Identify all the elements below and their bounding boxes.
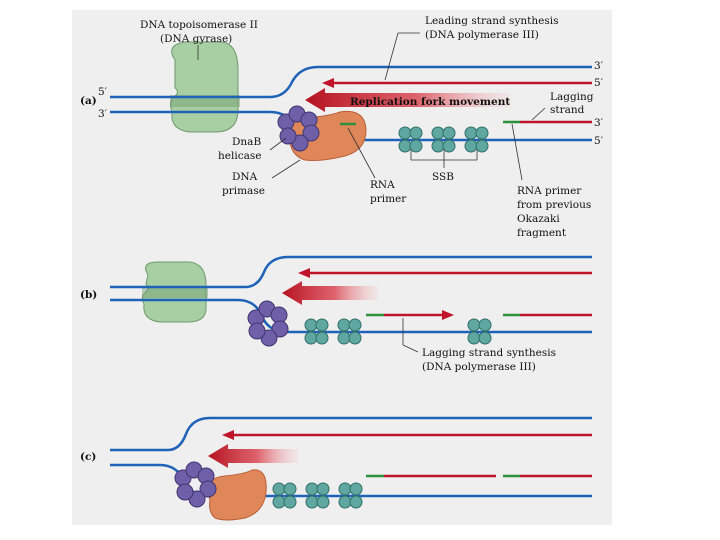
leader-lines-b xyxy=(402,318,419,353)
leading-strand-arrowhead-a xyxy=(322,78,334,88)
ssb-proteins-b xyxy=(304,318,492,345)
lagging-synthesis-arrowhead-b xyxy=(442,310,454,320)
dna-gyrase-shape xyxy=(170,41,239,133)
okazaki-label-3: Okazaki xyxy=(517,213,560,225)
ssb-proteins-a xyxy=(398,126,489,153)
parental-strand-top-a xyxy=(110,65,592,99)
lagging-synthesis-label-2: (DNA polymerase III) xyxy=(422,361,536,373)
primase-label-2: primase xyxy=(222,185,265,197)
panel-c: (c) xyxy=(80,416,592,521)
leading-strand-arrowhead-c xyxy=(222,430,234,440)
panel-b: (b) Lagging strand synthesis (DNA polyme… xyxy=(80,255,592,373)
dnab-helicase-c xyxy=(174,461,217,508)
leading-strand-label-1: Leading strand synthesis xyxy=(425,15,558,27)
fork-movement-arrow-c xyxy=(208,444,298,468)
fork-movement-label: Replication fork movement xyxy=(350,96,510,108)
leader-lines-a xyxy=(197,32,546,181)
dna-primase-shape-c xyxy=(207,469,267,521)
topoisomerase-label-2: (DNA gyrase) xyxy=(160,33,232,45)
strand-end-right-3: 3′ xyxy=(594,117,604,129)
primase-label-1: DNA xyxy=(232,171,258,183)
strand-end-left-top: 5′ xyxy=(98,86,108,98)
strand-end-left-bottom: 3′ xyxy=(98,108,108,120)
parental-strand-top-b xyxy=(110,255,592,289)
leading-strand-label-2: (DNA polymerase III) xyxy=(425,29,539,41)
parental-strand-top-c xyxy=(110,416,592,452)
rna-primer-label-1: RNA xyxy=(370,179,395,191)
fork-movement-arrow-a xyxy=(305,88,510,112)
strand-end-right-2: 5′ xyxy=(594,77,604,89)
okazaki-label-4: fragment xyxy=(517,227,567,239)
gyrase-dna-band-b xyxy=(142,288,208,298)
lagging-synthesis-label-1: Lagging strand synthesis xyxy=(422,347,556,359)
okazaki-label-2: from previous xyxy=(517,199,591,211)
dna-gyrase-shape-b xyxy=(141,261,207,323)
ssb-proteins-c xyxy=(272,482,363,509)
lagging-strand-label-2: strand xyxy=(550,104,585,116)
okazaki-label-1: RNA primer xyxy=(517,185,582,197)
topoisomerase-label-1: DNA topoisomerase II xyxy=(140,19,258,31)
rna-primer-label-2: primer xyxy=(370,193,407,205)
fork-movement-arrow-b xyxy=(282,281,378,305)
strand-end-right-1: 3′ xyxy=(594,60,604,72)
panel-a: Replication fork movement xyxy=(80,15,604,239)
dnab-helicase-a xyxy=(277,105,320,152)
panel-label-b: (b) xyxy=(80,289,97,301)
helicase-label-1: DnaB xyxy=(232,136,261,148)
dnab-helicase-b xyxy=(247,300,289,347)
lagging-strand-label-1: Lagging xyxy=(550,91,594,103)
ssb-label: SSB xyxy=(432,171,454,183)
strand-end-right-4: 5′ xyxy=(594,135,604,147)
leading-strand-arrowhead-b xyxy=(298,268,310,278)
helicase-label-2: helicase xyxy=(218,150,261,162)
panel-label-a: (a) xyxy=(80,95,97,107)
panel-label-c: (c) xyxy=(80,451,96,463)
